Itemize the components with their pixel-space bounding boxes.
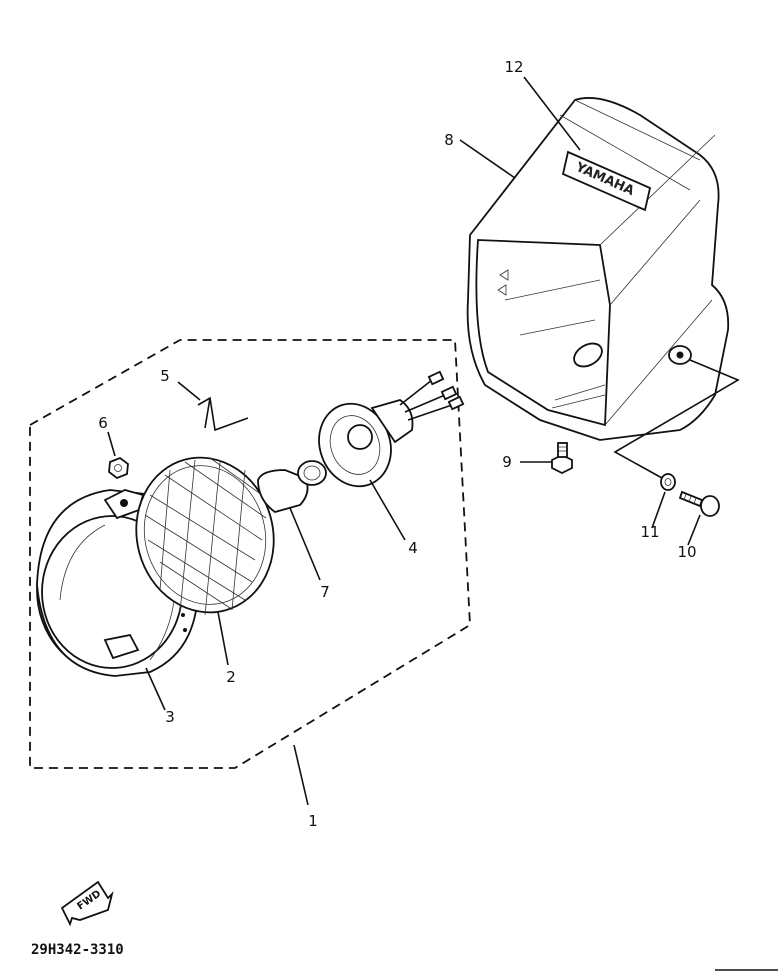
part-label-11: 11 — [640, 523, 659, 541]
bolt — [551, 442, 573, 475]
part-label-12: 12 — [504, 58, 523, 76]
part-label-2: 2 — [226, 668, 236, 686]
part-label-7: 7 — [320, 583, 330, 601]
washer — [660, 473, 676, 491]
headlight-cover — [466, 97, 730, 441]
lens-unit — [135, 456, 275, 616]
drawing-code: 29H342-3310 — [31, 942, 124, 958]
socket — [318, 370, 465, 488]
part-label-9: 9 — [502, 453, 512, 471]
part-label-8: 8 — [444, 131, 454, 149]
part-label-3: 3 — [165, 708, 175, 726]
part-label-1: 1 — [308, 812, 318, 830]
bulb — [257, 460, 327, 513]
part-label-6: 6 — [98, 414, 108, 432]
fwd-arrow-icon: FWD — [60, 880, 114, 927]
part-label-4: 4 — [408, 539, 418, 557]
part-label-5: 5 — [160, 367, 170, 385]
nut — [108, 456, 129, 480]
assembly-boundary — [29, 339, 471, 769]
leader-lines — [107, 76, 740, 806]
part-label-10: 10 — [677, 543, 696, 561]
screw — [678, 490, 720, 517]
spring-clip — [197, 396, 249, 432]
